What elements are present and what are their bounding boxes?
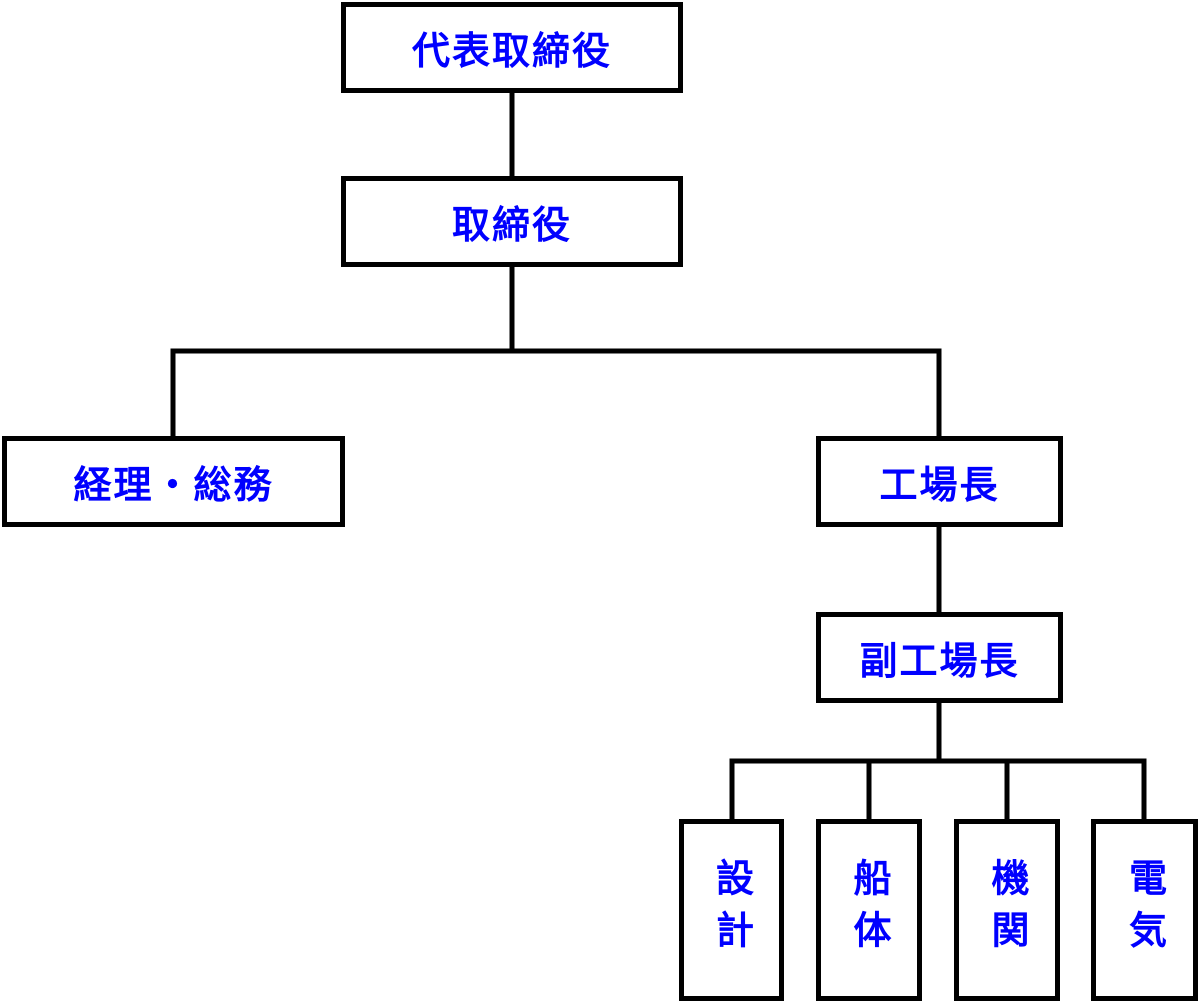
node-admin: 経理・総務 xyxy=(2,436,345,527)
node-plant-manager-label: 工場長 xyxy=(879,463,1000,507)
node-deputy-plant-manager: 副工場長 xyxy=(816,612,1063,703)
node-design-label: 設計 xyxy=(709,858,754,962)
node-admin-label: 経理・総務 xyxy=(73,463,274,507)
node-ceo: 代表取締役 xyxy=(341,2,683,93)
node-hull: 船体 xyxy=(816,819,922,1001)
node-director-label: 取締役 xyxy=(451,203,572,247)
node-director: 取締役 xyxy=(341,176,683,267)
node-engine-label: 機関 xyxy=(985,858,1029,962)
node-electric: 電気 xyxy=(1091,819,1198,1001)
node-ceo-label: 代表取締役 xyxy=(411,29,612,73)
node-engine: 機関 xyxy=(954,819,1060,1001)
node-design: 設計 xyxy=(679,819,784,1001)
node-plant-manager: 工場長 xyxy=(816,436,1063,527)
node-electric-label: 電気 xyxy=(1122,858,1167,962)
node-hull-label: 船体 xyxy=(847,858,891,962)
node-deputy-plant-manager-label: 副工場長 xyxy=(859,639,1020,683)
